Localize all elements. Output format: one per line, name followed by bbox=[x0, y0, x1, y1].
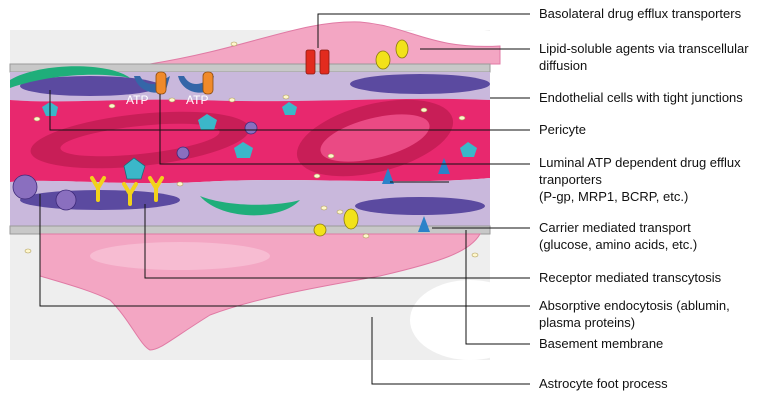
luminal-transporter-1-atp bbox=[156, 72, 166, 94]
astrocyte-foot-highlight bbox=[90, 242, 270, 270]
luminal-transporter-2-atp bbox=[203, 72, 213, 94]
label-absorptive-line1: Absorptive endocytosis (ablumin, bbox=[539, 298, 730, 314]
lipid-soluble-agent-4 bbox=[344, 209, 358, 229]
basolateral-transporter-1 bbox=[306, 50, 315, 74]
label-carrier-line2: (glucose, amino acids, etc.) bbox=[539, 237, 697, 253]
label-endothelial-cells: Endothelial cells with tight junctions bbox=[539, 90, 743, 106]
endothelial-nucleus-top-right bbox=[350, 74, 490, 94]
atp-label-1: ATP bbox=[126, 93, 148, 107]
vesicle-2 bbox=[177, 147, 189, 159]
absorptive-vesicle-2 bbox=[56, 190, 76, 210]
absorptive-vesicle-1 bbox=[13, 175, 37, 199]
label-lipid-soluble-line1: Lipid-soluble agents via transcellular bbox=[539, 41, 749, 57]
basolateral-transporter-2 bbox=[320, 50, 329, 74]
endothelial-nucleus-bottom-right bbox=[355, 197, 485, 215]
label-luminal-line1: Luminal ATP dependent drug efflux bbox=[539, 155, 741, 171]
lipid-soluble-agent-2 bbox=[396, 40, 408, 58]
label-absorptive-line2: plasma proteins) bbox=[539, 315, 635, 331]
label-luminal-line2: tranporters bbox=[539, 172, 602, 188]
label-receptor-transcytosis: Receptor mediated transcytosis bbox=[539, 270, 721, 286]
label-lipid-soluble-line2: diffusion bbox=[539, 58, 587, 74]
label-pericyte: Pericyte bbox=[539, 122, 586, 138]
basement-membrane-bottom bbox=[10, 226, 490, 234]
label-luminal-line3: (P-gp, MRP1, BCRP, etc.) bbox=[539, 189, 688, 205]
vesicle-1 bbox=[245, 122, 257, 134]
label-astrocyte-foot: Astrocyte foot process bbox=[539, 376, 668, 392]
atp-label-2: ATP bbox=[186, 93, 208, 107]
label-basolateral-efflux: Basolateral drug efflux transporters bbox=[539, 6, 741, 22]
label-basement-membrane: Basement membrane bbox=[539, 336, 663, 352]
white-space-bottom bbox=[410, 280, 530, 360]
label-carrier-line1: Carrier mediated transport bbox=[539, 220, 691, 236]
lipid-soluble-agent-3 bbox=[314, 224, 326, 236]
lipid-soluble-agent-1 bbox=[376, 51, 390, 69]
